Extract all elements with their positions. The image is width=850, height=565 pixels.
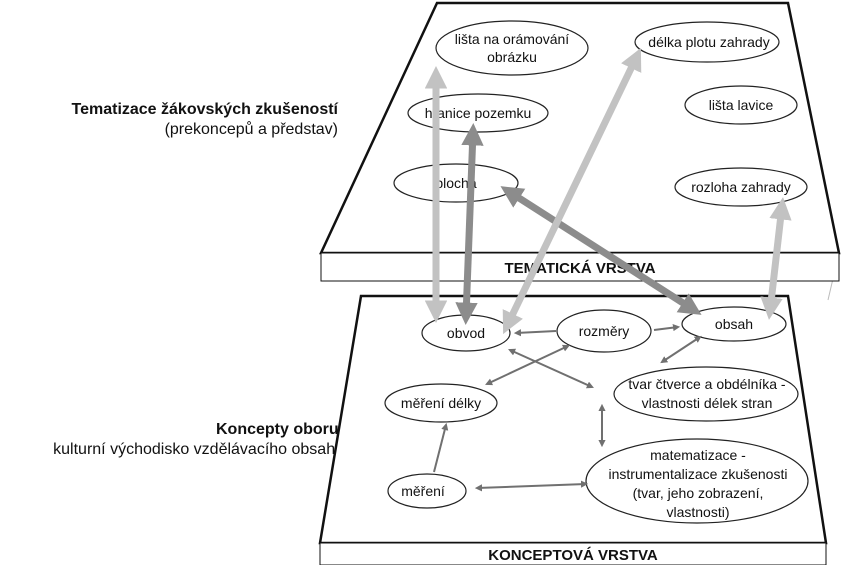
thematic-layer-caption: Tematizace žákovských zkušeností (prekon…: [72, 100, 339, 140]
node-text: tvar čtverce a obdélníka -: [628, 376, 786, 392]
node-text: vlastnosti délek stran: [642, 395, 773, 411]
node-text: měření délky: [401, 395, 481, 411]
arrow-rozmery-mereni-delky: [485, 344, 570, 386]
arrow-obsah-tvar: [660, 335, 702, 364]
thematic-caption-subtitle: (prekoncepů a představ): [164, 121, 338, 138]
node-obsah: obsah: [681, 306, 787, 342]
node-rozloha-zahrady: rozloha zahrady: [674, 167, 808, 207]
node-obvod: obvod: [421, 314, 511, 352]
node-text: obvod: [447, 325, 485, 341]
node-text: vlastnosti): [666, 504, 729, 520]
thematic-caption-title: Tematizace žákovských zkušeností: [71, 101, 339, 118]
node-text: rozloha zahrady: [691, 179, 791, 195]
node-text: (tvar, jeho zobrazení,: [633, 485, 764, 501]
node-tvar-ctverce: tvar čtverce a obdélníka - vlastnosti dé…: [613, 366, 799, 422]
node-text: délka plotu zahrady: [648, 34, 769, 50]
conceptual-caption-subtitle: kulturní východisko vzdělávacího obsahu: [53, 441, 344, 458]
node-plocha: plocha: [393, 163, 519, 203]
node-text: lišta lavice: [709, 97, 774, 113]
node-text: hranice pozemku: [425, 105, 532, 121]
node-rozmery: rozměry: [556, 309, 652, 353]
node-text: lišta na orámování: [455, 31, 570, 47]
conceptual-caption-title: Koncepty oboru:: [216, 421, 344, 438]
arrow-hranice-pozemku-obvod: [455, 123, 484, 325]
node-mereni-delky: měření délky: [384, 383, 498, 423]
node-text: rozměry: [579, 323, 630, 339]
arrow-delka-plotu-obvod: [502, 47, 642, 335]
conceptual-layer-caption: Koncepty oboru: kulturní východisko vzdě…: [53, 420, 344, 460]
node-text: matematizace -: [650, 447, 746, 463]
node-lista-lavice: lišta lavice: [684, 85, 798, 125]
conceptual-layer-label: KONCEPTOVÁ VRSTVA: [488, 547, 658, 564]
node-mereni: měření: [387, 473, 467, 509]
conceptual-layer-bar: [319, 542, 827, 565]
node-text: instrumentalizace zkušenosti: [609, 466, 788, 482]
node-matematizace: matematizace - instrumentalizace zkušeno…: [585, 438, 809, 524]
node-delka-plotu-zahrady: délka plotu zahrady: [634, 21, 780, 63]
arrow-rozmery-obsah: [653, 324, 681, 332]
arrow-mereni-mereni-delky: [433, 422, 449, 473]
arrow-mereni-matematizace: [474, 480, 589, 492]
arrow-rozloha-obsah: [760, 197, 792, 320]
node-text: obsah: [715, 316, 753, 332]
node-lista-na-oramovani: lišta na orámování obrázku: [435, 20, 589, 76]
node-text: měření: [401, 483, 445, 499]
node-text: obrázku: [487, 49, 537, 65]
node-hranice-pozemku: hranice pozemku: [407, 93, 549, 133]
